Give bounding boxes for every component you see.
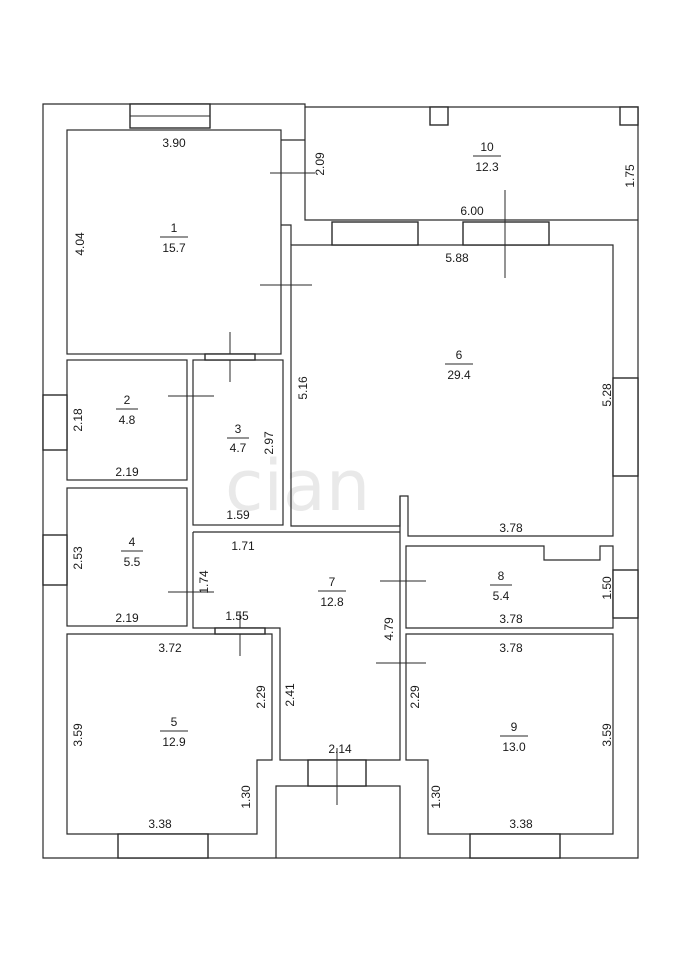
dim-room-7-d: 2.41 bbox=[283, 683, 297, 707]
dim-room-9-bottom: 3.38 bbox=[509, 817, 533, 831]
room-10-label: 10 12.3 bbox=[473, 140, 501, 174]
dim-room-7-a: 1.71 bbox=[231, 539, 255, 553]
room-5-label: 5 12.9 bbox=[160, 715, 188, 749]
room-1-outline bbox=[66, 129, 282, 355]
window-room-6-right bbox=[612, 377, 639, 477]
room-6-outline bbox=[290, 244, 614, 537]
dim-room-8-height: 1.50 bbox=[600, 576, 614, 600]
room-7-outline bbox=[192, 496, 401, 761]
window-room-2 bbox=[42, 394, 68, 451]
room-9-outline bbox=[405, 633, 614, 835]
window-room-6-a bbox=[331, 221, 419, 246]
svg-text:10: 10 bbox=[480, 140, 494, 154]
dim-room-4-height: 2.53 bbox=[71, 546, 85, 570]
svg-text:6: 6 bbox=[456, 348, 463, 362]
window-room-6-b bbox=[462, 221, 550, 246]
column-marker-2 bbox=[619, 106, 639, 126]
dim-room-6-right: 5.28 bbox=[600, 383, 614, 407]
dim-room-5-left: 3.59 bbox=[71, 723, 85, 747]
room-8-label: 8 5.4 bbox=[490, 569, 512, 603]
svg-text:12.8: 12.8 bbox=[320, 595, 344, 609]
room-3-label: 3 4.7 bbox=[227, 422, 249, 455]
dim-room-9-right: 3.59 bbox=[600, 723, 614, 747]
watermark-text: cian bbox=[225, 445, 370, 527]
dim-room-5-right: 2.29 bbox=[254, 685, 268, 709]
dim-room-3-width: 1.59 bbox=[226, 508, 250, 522]
svg-text:2: 2 bbox=[124, 393, 131, 407]
dim-room-6-left: 5.16 bbox=[296, 376, 310, 400]
dimension-labels: 3.90 4.04 2.09 1.75 6.00 5.88 5.16 5.28 … bbox=[71, 136, 637, 831]
dim-room-1-height: 4.04 bbox=[73, 232, 87, 256]
dim-room-7-c: 1.55 bbox=[225, 609, 249, 623]
room-1-door bbox=[281, 139, 305, 245]
svg-text:5.4: 5.4 bbox=[493, 589, 510, 603]
dim-room-7-b: 1.74 bbox=[197, 570, 211, 594]
window-room-8 bbox=[612, 569, 639, 619]
svg-text:7: 7 bbox=[329, 575, 336, 589]
dim-room-4-width: 2.19 bbox=[115, 611, 139, 625]
dim-room-10-b: 1.75 bbox=[623, 164, 637, 188]
dim-room-3-height: 2.97 bbox=[262, 431, 276, 455]
dim-room-5-top: 3.72 bbox=[158, 641, 182, 655]
svg-text:5: 5 bbox=[171, 715, 178, 729]
room-9-label: 9 13.0 bbox=[500, 720, 528, 754]
dim-room-8-width: 3.78 bbox=[499, 612, 523, 626]
room-8-outline bbox=[405, 545, 614, 629]
door-room-5 bbox=[214, 627, 266, 635]
svg-text:12.3: 12.3 bbox=[475, 160, 499, 174]
svg-text:12.9: 12.9 bbox=[162, 735, 186, 749]
svg-text:29.4: 29.4 bbox=[447, 368, 471, 382]
svg-text:4: 4 bbox=[129, 535, 136, 549]
svg-text:13.0: 13.0 bbox=[502, 740, 526, 754]
dim-room-2-width: 2.19 bbox=[115, 465, 139, 479]
dim-room-10-c: 6.00 bbox=[460, 204, 484, 218]
svg-text:5.5: 5.5 bbox=[124, 555, 141, 569]
dim-room-9-top: 3.78 bbox=[499, 641, 523, 655]
entrance-outline bbox=[275, 785, 401, 858]
svg-text:4.8: 4.8 bbox=[119, 413, 136, 427]
window-room-5 bbox=[117, 833, 209, 859]
svg-text:3: 3 bbox=[235, 422, 242, 436]
room-5-outline bbox=[66, 633, 273, 835]
svg-text:9: 9 bbox=[511, 720, 518, 734]
window-room-4 bbox=[42, 534, 68, 586]
svg-text:15.7: 15.7 bbox=[162, 241, 186, 255]
dim-room-10-a: 2.09 bbox=[313, 152, 327, 176]
dim-room-7-e: 4.79 bbox=[382, 617, 396, 641]
dim-room-6-top: 5.88 bbox=[445, 251, 469, 265]
room-2-label: 2 4.8 bbox=[116, 393, 138, 427]
dim-room-1-width: 3.90 bbox=[162, 136, 186, 150]
dim-room-9-lower: 1.30 bbox=[429, 785, 443, 809]
svg-text:4.7: 4.7 bbox=[230, 441, 247, 455]
door-room-3 bbox=[204, 353, 256, 361]
room-10-wall bbox=[304, 107, 638, 221]
window-room-9 bbox=[469, 833, 561, 859]
room-6-label: 6 29.4 bbox=[445, 348, 473, 382]
dim-room-5-bottom: 3.38 bbox=[148, 817, 172, 831]
svg-text:1: 1 bbox=[171, 221, 178, 235]
dim-room-2-height: 2.18 bbox=[71, 408, 85, 432]
dim-room-7-f: 2.14 bbox=[328, 742, 352, 756]
dim-room-6-bottom: 3.78 bbox=[499, 521, 523, 535]
dim-room-5-lower: 1.30 bbox=[239, 785, 253, 809]
svg-text:8: 8 bbox=[498, 569, 505, 583]
room-7-label: 7 12.8 bbox=[318, 575, 346, 609]
room-1-label: 1 15.7 bbox=[160, 221, 188, 255]
room-4-label: 4 5.5 bbox=[121, 535, 143, 569]
dim-room-9-left: 2.29 bbox=[408, 685, 422, 709]
column-marker bbox=[429, 106, 449, 126]
